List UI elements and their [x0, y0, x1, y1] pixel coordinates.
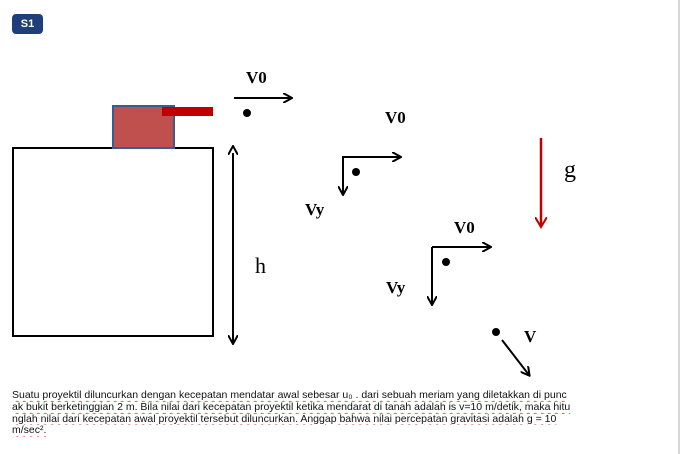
height-label: h — [255, 253, 266, 278]
problem-line: nglah nilai dari kecepatan awal proyekti… — [12, 413, 557, 425]
hill-block — [12, 147, 214, 337]
problem-statement: Suatu proyektil diluncurkan dengan kecep… — [12, 390, 668, 437]
problem-line: m/sec². — [12, 425, 47, 437]
slide-number-badge: S1 — [12, 14, 43, 34]
vy-mid-label: Vy — [305, 200, 325, 219]
v-final-arrow — [501, 339, 529, 375]
projectile-dot-final — [492, 328, 500, 336]
vy-low-label: Vy — [386, 278, 406, 297]
problem-line: Suatu proyektil diluncurkan dengan kecep… — [12, 390, 567, 401]
v0-mid-label: V0 — [385, 108, 406, 127]
projectile-dot-low — [442, 258, 450, 266]
problem-line: ak bukit berketinggian 2 m. Bila nilai d… — [12, 401, 571, 413]
mid-axes — [342, 156, 399, 193]
v0-top-label: V0 — [246, 68, 267, 87]
v-final-label: V — [524, 327, 537, 346]
v0-low-label: V0 — [454, 218, 475, 237]
projectile-dot-mid — [352, 168, 360, 176]
projectile-dot-top — [243, 109, 251, 117]
page-edge-divider — [678, 0, 680, 454]
cannon-barrel — [162, 107, 213, 116]
gravity-label: g — [564, 157, 576, 183]
